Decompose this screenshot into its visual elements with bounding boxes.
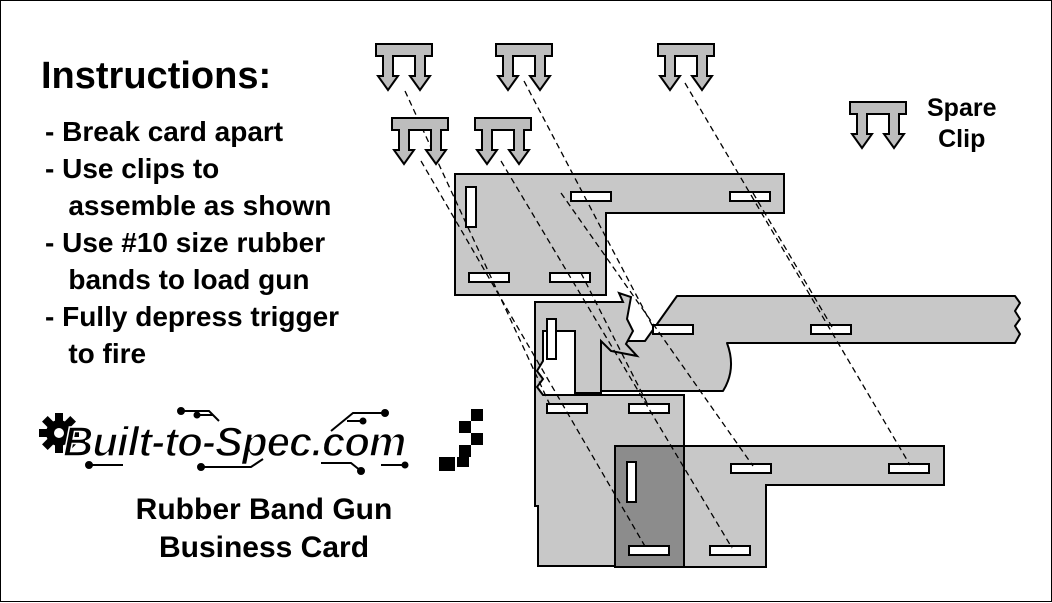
instruction-step: - Use clips to: [45, 153, 220, 184]
guide-line: [580, 272, 648, 404]
logo-wordmark: Built-to-Spec.com: [63, 418, 405, 465]
clip-icon: [474, 117, 532, 165]
card-subtitle: Rubber Band Gun Business Card: [89, 491, 439, 567]
guide-line: [752, 192, 833, 328]
guide-line: [420, 160, 647, 549]
spare-clip-label-line: Spare: [927, 94, 997, 122]
slot: [626, 461, 637, 503]
barrel-part: [600, 295, 1021, 392]
clip-icon: [391, 117, 449, 165]
checker-icon: [439, 409, 483, 471]
slot: [652, 324, 694, 335]
assembly-guide-lines: [404, 80, 911, 549]
guide-line: [500, 160, 733, 549]
spare-clip-icon: [849, 101, 907, 149]
guide-line: [684, 82, 911, 466]
clip-icon: [657, 43, 715, 91]
instruction-step: - Fully depress trigger: [45, 301, 340, 332]
slot: [888, 463, 930, 474]
instructions-title: Instructions:: [41, 55, 272, 97]
instruction-step: to fire: [45, 338, 147, 369]
spare-clip-label-line: Clip: [938, 125, 986, 153]
slot: [628, 403, 670, 414]
slot: [628, 545, 670, 556]
instruction-step: bands to load gun: [45, 264, 310, 295]
built-to-spec-logo: Built-to-Spec.com: [39, 407, 483, 475]
instruction-steps: - Break card apart - Use clips to assemb…: [45, 113, 339, 372]
clip-icon: [495, 43, 553, 91]
upper-frame-part: [454, 173, 785, 296]
clip-icon: [375, 43, 433, 91]
slot: [709, 545, 751, 556]
slot: [465, 186, 477, 228]
slot: [730, 463, 772, 474]
instruction-step: assemble as shown: [45, 190, 332, 221]
card-subtitle-line: Rubber Band Gun: [135, 493, 393, 526]
circuit-traces: [85, 407, 409, 475]
slot: [546, 318, 557, 360]
spare-clip-label: Spare Clip: [927, 93, 996, 155]
instruction-step: - Use #10 size rubber: [45, 227, 326, 258]
slot: [570, 191, 612, 202]
guide-line: [560, 192, 754, 467]
guide-line: [523, 80, 654, 328]
instruction-step: - Break card apart: [45, 116, 284, 147]
gear-icon: [39, 413, 79, 453]
guide-line: [404, 90, 551, 406]
card-subtitle-line: Business Card: [158, 531, 370, 564]
slot: [729, 191, 771, 202]
